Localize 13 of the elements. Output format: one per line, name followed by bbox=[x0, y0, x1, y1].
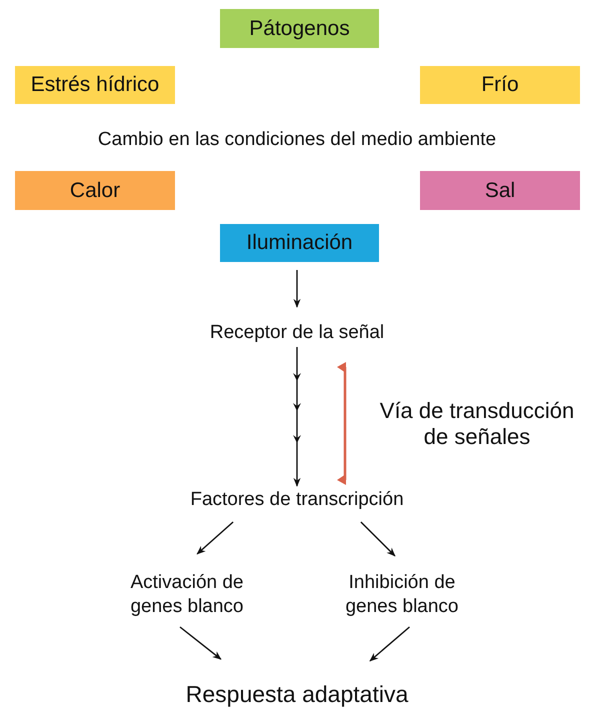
stress-factor-box: Pátogenos bbox=[220, 9, 379, 48]
stress-factor-box: Iluminación bbox=[220, 224, 379, 262]
stress-factor-box: Estrés hídrico bbox=[15, 66, 175, 104]
step-text: Factores de transcripción bbox=[190, 488, 404, 512]
step-text: Receptor de la señal bbox=[210, 321, 384, 345]
stress-factor-box: Sal bbox=[420, 171, 580, 210]
step-text: Activación de genes blanco bbox=[117, 571, 257, 618]
step-text: Inhibición de genes blanco bbox=[327, 571, 477, 618]
step-text: Cambio en las condiciones del medio ambiente bbox=[98, 128, 496, 152]
stress-factor-box: Calor bbox=[15, 171, 175, 210]
step-text: Respuesta adaptativa bbox=[186, 680, 408, 709]
pathway-label: Vía de transducción de señales bbox=[378, 398, 576, 451]
stress-factor-box: Frío bbox=[420, 66, 580, 104]
